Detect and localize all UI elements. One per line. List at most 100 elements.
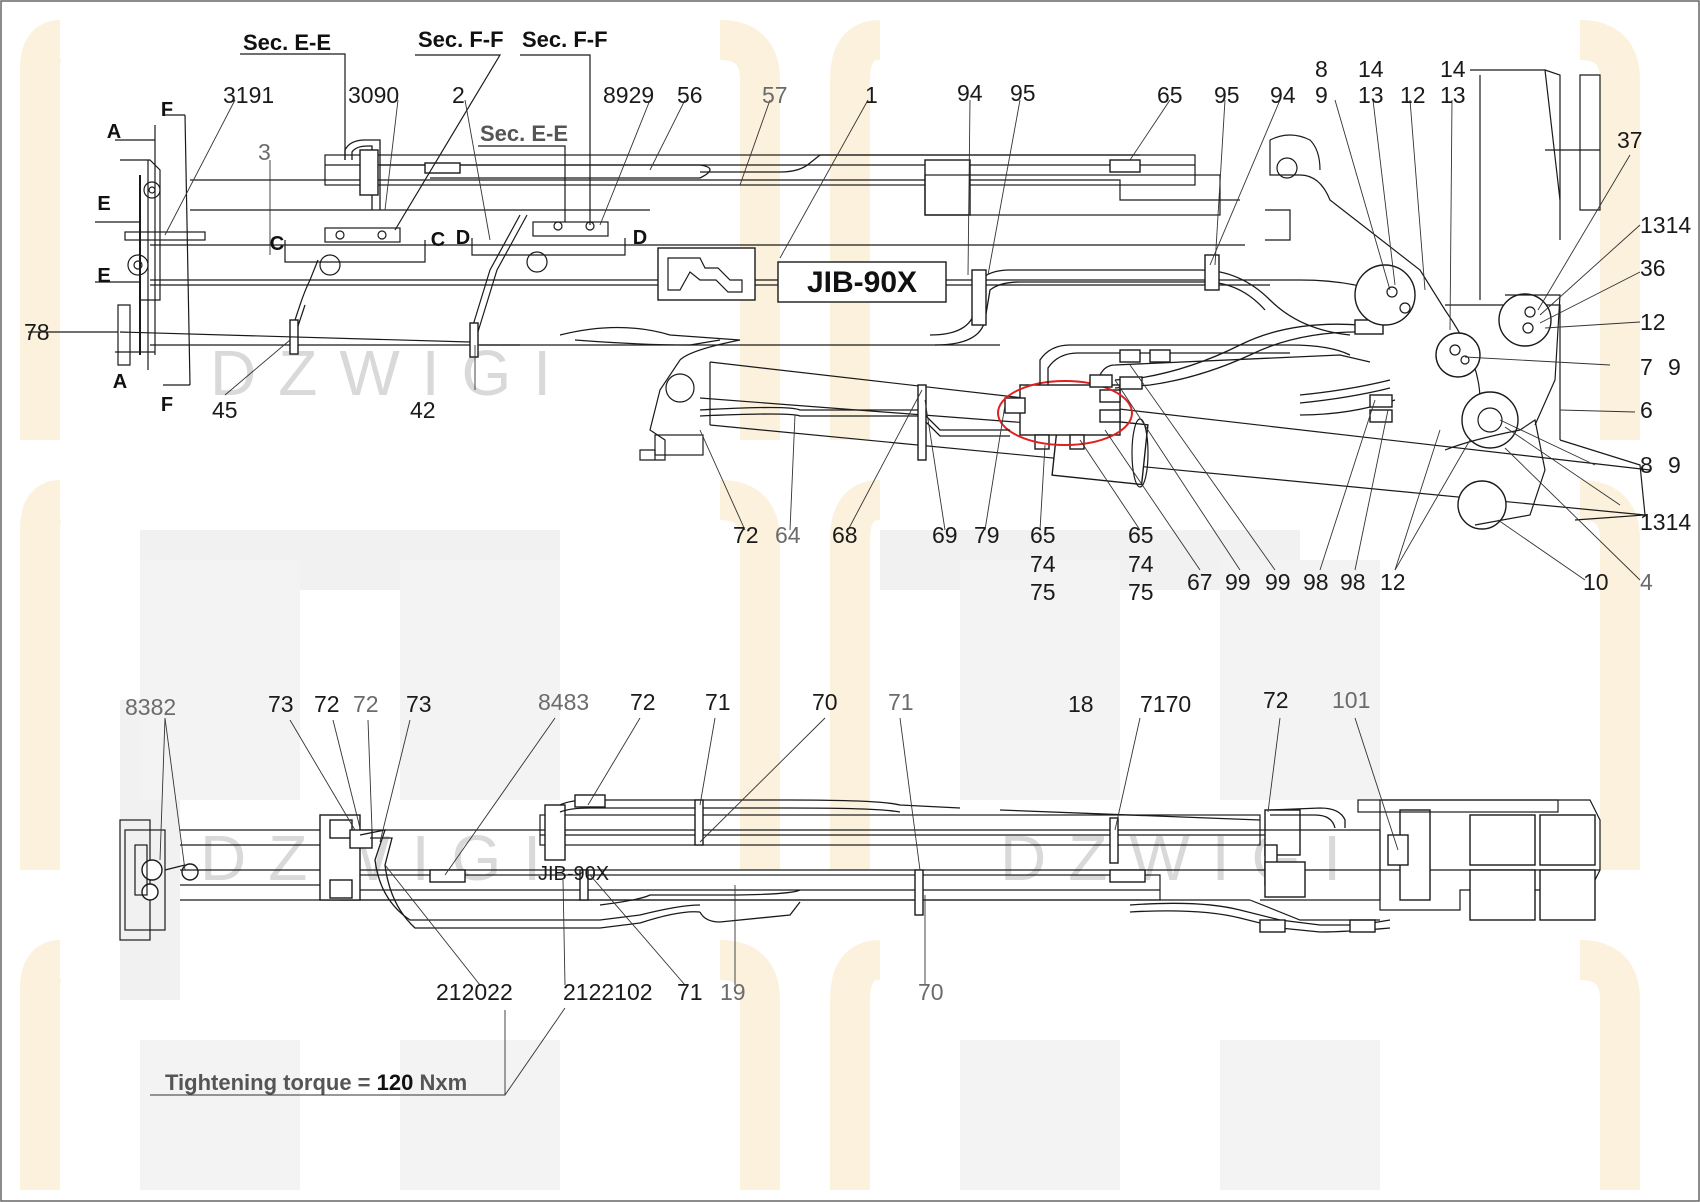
callout-71-a: 71: [705, 689, 731, 715]
torque-prefix: Tightening torque =: [165, 1070, 377, 1095]
callout-212022: 212022: [436, 979, 513, 1005]
callout-12-b: 12: [1640, 309, 1666, 335]
callout-42: 42: [410, 397, 436, 423]
bottom-callouts: 8382 73 72 72 73 8483 72 71 70 71 18 717…: [125, 687, 1370, 1005]
logo-plate: [657, 247, 756, 301]
callout-1314-a: 1314: [1640, 212, 1691, 238]
callout-9-c: 9: [1668, 452, 1681, 478]
highlight-circle: [997, 380, 1133, 446]
watermark-text-3: DZWIGI: [1000, 822, 1363, 894]
section-label-f-f-2: Sec. F-F: [522, 27, 608, 52]
callout-8382: 8382: [125, 694, 176, 720]
callout-65-a: 65: [1157, 82, 1183, 108]
nameplate-box: [777, 261, 947, 303]
cut-d-left: D: [456, 227, 470, 249]
callout-7170: 7170: [1140, 691, 1191, 717]
callout-56: 56: [677, 82, 703, 108]
callout-98-a: 98: [1303, 569, 1329, 595]
callout-98-b: 98: [1340, 569, 1366, 595]
callout-10: 10: [1583, 569, 1609, 595]
callout-57: 57: [762, 82, 788, 108]
watermark-text: DZWIGI: [210, 337, 573, 409]
callout-73-a: 73: [268, 691, 294, 717]
callout-65-b: 65: [1030, 522, 1056, 548]
watermark-text-2: DZWIGI: [200, 822, 563, 894]
torque-note-text: Tightening torque = 120 Nxm: [165, 1070, 467, 1095]
nameplate-text: JIB-90X: [807, 266, 917, 299]
callout-9-b: 9: [1668, 354, 1681, 380]
callout-8: 8: [1315, 56, 1328, 82]
callout-78: 78: [24, 319, 50, 345]
callout-1: 1: [865, 82, 878, 108]
callout-13-a: 13: [1358, 82, 1384, 108]
callout-7: 7: [1640, 354, 1653, 380]
callout-18: 18: [1068, 691, 1094, 717]
bottom-leaders: [150, 717, 1399, 1096]
cut-d-right: D: [633, 227, 647, 249]
callout-14-b: 14: [1440, 56, 1466, 82]
section-label-e-e-2: Sec. E-E: [480, 121, 568, 146]
callout-70-b: 70: [918, 979, 944, 1005]
callout-69: 69: [932, 522, 958, 548]
callout-3191: 3191: [223, 82, 274, 108]
torque-value: 120: [377, 1070, 414, 1095]
cut-c-right: C: [431, 229, 445, 251]
callout-37: 37: [1617, 127, 1643, 153]
callout-75-b: 75: [1128, 579, 1154, 605]
callout-2122102: 2122102: [563, 979, 653, 1005]
callout-72: 72: [733, 522, 759, 548]
callout-4: 4: [1640, 569, 1653, 595]
torque-note: Tightening torque = 120 Nxm: [165, 1070, 467, 1095]
callout-8483: 8483: [538, 689, 589, 715]
callout-3090: 3090: [348, 82, 399, 108]
torque-unit: Nxm: [413, 1070, 467, 1095]
callout-45: 45: [212, 397, 238, 423]
callout-1314-b: 1314: [1640, 509, 1691, 535]
cut-e-top: E: [97, 193, 110, 215]
cut-a-top: A: [107, 121, 121, 143]
top-callouts: 3191 3090 2 8929 56 57 1 3 78 45 42 94 9…: [24, 56, 1691, 605]
callout-74-a: 74: [1030, 551, 1056, 577]
callout-95-b: 95: [1214, 82, 1240, 108]
callout-67: 67: [1187, 569, 1213, 595]
cut-c-left: C: [270, 233, 284, 255]
callout-71-c: 71: [677, 979, 703, 1005]
callout-8-b: 8: [1640, 452, 1653, 478]
callout-3: 3: [258, 139, 271, 165]
callout-72-b: 72: [353, 691, 379, 717]
section-label-f-f-1: Sec. F-F: [418, 27, 504, 52]
top-view: JIB-90X: [28, 69, 1651, 530]
watermark-layer: DZWIGI DZWIGI DZWIGI: [20, 20, 1640, 1190]
callout-94-a: 94: [957, 80, 983, 106]
callout-73-b: 73: [406, 691, 432, 717]
callout-99-b: 99: [1265, 569, 1291, 595]
callout-14-a: 14: [1358, 56, 1384, 82]
cut-f-bottom: F: [161, 394, 173, 416]
section-label-e-e: Sec. E-E: [243, 30, 331, 55]
cut-f-top: F: [161, 99, 173, 121]
callout-72-c: 72: [630, 689, 656, 715]
callout-68: 68: [832, 522, 858, 548]
callout-6: 6: [1640, 397, 1653, 423]
callout-99-a: 99: [1225, 569, 1251, 595]
callout-65-c: 65: [1128, 522, 1154, 548]
callout-2: 2: [452, 82, 465, 108]
callout-71-b: 71: [888, 689, 914, 715]
cut-a-bottom: A: [113, 371, 127, 393]
cut-e-bottom: E: [97, 265, 110, 287]
top-cut-markers: A A F F E E C C D D Sec. E-E Sec. F-F Se…: [97, 27, 647, 416]
callout-72-a: 72: [314, 691, 340, 717]
callout-79: 79: [974, 522, 1000, 548]
callout-8929: 8929: [603, 82, 654, 108]
callout-64: 64: [775, 522, 801, 548]
callout-70-a: 70: [812, 689, 838, 715]
callout-12-a: 12: [1400, 82, 1426, 108]
callout-75-a: 75: [1030, 579, 1056, 605]
callout-74-b: 74: [1128, 551, 1154, 577]
bottom-view: JIB-90X: [119, 794, 1601, 941]
callout-36: 36: [1640, 255, 1666, 281]
callout-19: 19: [720, 979, 746, 1005]
